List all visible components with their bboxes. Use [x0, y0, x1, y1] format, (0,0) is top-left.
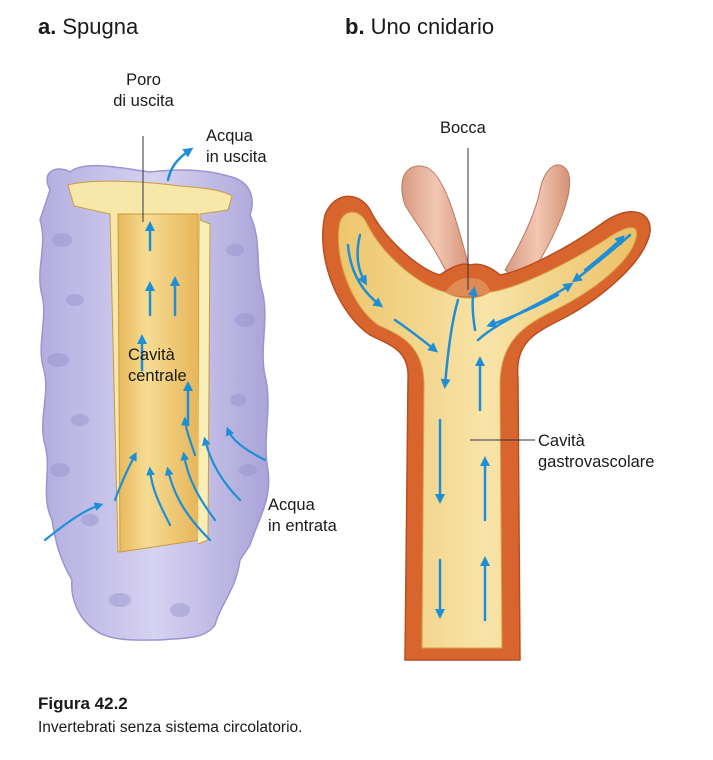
panel-a-title: a.Spugna	[38, 14, 139, 39]
label-water-in: Acqua in entrata	[268, 496, 337, 535]
label-water-out: Acqua in uscita	[206, 127, 267, 166]
cnidarian-illustration	[322, 148, 651, 661]
gastrovascular-cavity	[337, 211, 638, 649]
sponge-illustration	[39, 136, 270, 641]
label-central-cavity: Cavità centrale	[128, 346, 187, 385]
tentacle-left	[401, 165, 471, 286]
figure-caption-title: Figura 42.2	[38, 694, 128, 713]
diagram-canvas	[39, 136, 651, 661]
label-gastrovascular-cavity: Cavità gastrovascolare	[538, 432, 655, 471]
figure-caption-text: Invertebrati senza sistema circolatorio.	[38, 719, 303, 736]
tentacle-right	[504, 164, 571, 286]
panel-b-title: b.Uno cnidario	[345, 14, 495, 39]
label-mouth: Bocca	[440, 119, 486, 137]
label-exit-pore: Poro di uscita	[113, 71, 174, 110]
